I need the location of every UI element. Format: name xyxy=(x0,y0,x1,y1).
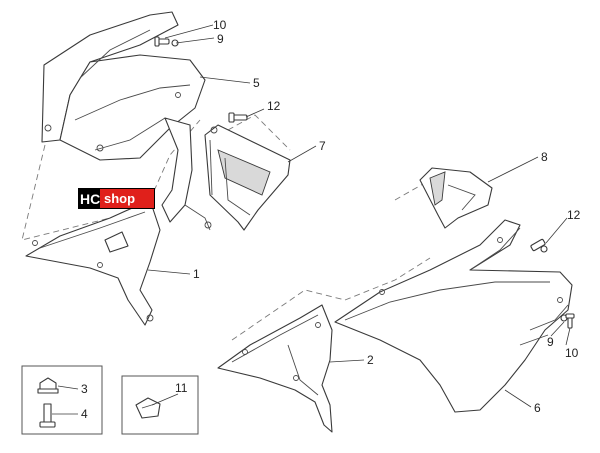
callout-12-left: 12 xyxy=(267,99,281,113)
callout-labels: 1 2 3 4 5 6 7 8 9 9 10 10 11 12 12 xyxy=(81,18,581,421)
callout-10-top: 10 xyxy=(213,18,227,32)
part-8-inner-panel xyxy=(419,167,493,229)
hardware-box-nut-screw xyxy=(21,365,103,435)
callout-11: 11 xyxy=(175,381,188,395)
callout-5: 5 xyxy=(253,76,260,90)
part-6-right-side-fairing xyxy=(334,219,573,413)
callout-8: 8 xyxy=(541,150,548,164)
part-7-inner-bracket xyxy=(204,124,291,231)
callout-10-right: 10 xyxy=(565,346,579,360)
part-5-upper-fairing-panel xyxy=(41,11,212,231)
callout-7: 7 xyxy=(319,139,326,153)
callout-12-right: 12 xyxy=(567,208,581,222)
callout-1: 1 xyxy=(193,267,200,281)
callout-9-right: 9 xyxy=(547,335,554,349)
hc-shop-logo: HC shop xyxy=(78,188,155,209)
part-12-bolt-right xyxy=(530,238,548,253)
logo-brand-right: shop xyxy=(104,191,135,206)
hardware-box-clip xyxy=(121,375,199,435)
part-10-9-bolt-washer-top xyxy=(154,36,179,47)
leader-lines xyxy=(52,24,571,415)
callout-3: 3 xyxy=(81,382,88,396)
part-1-lower-left-fairing xyxy=(25,199,161,326)
logo-brand-left: HC xyxy=(80,191,100,207)
callout-4: 4 xyxy=(81,407,88,421)
part-2-lower-inner-panel xyxy=(217,304,333,433)
callout-9-top: 9 xyxy=(217,32,224,46)
part-9-10-bolt-washer-right xyxy=(560,313,575,329)
callout-2: 2 xyxy=(367,353,374,367)
part-12-bolt-left xyxy=(228,112,248,123)
callout-6: 6 xyxy=(534,401,541,415)
